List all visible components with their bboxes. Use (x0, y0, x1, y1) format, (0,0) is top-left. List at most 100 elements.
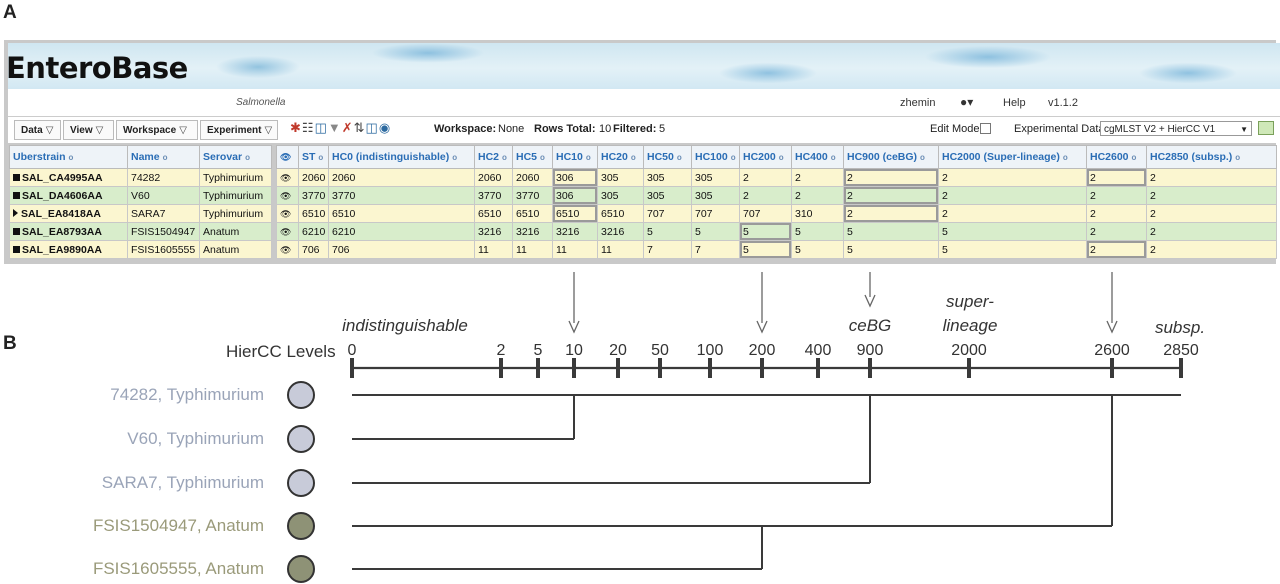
table-cell: 3770 (298, 186, 329, 205)
filtered-label: Filtered: (613, 123, 657, 135)
save-icon[interactable]: ◫ (365, 120, 379, 135)
user-menu-icon[interactable]: ●▾ (960, 95, 974, 109)
table-cell: 2 (1146, 204, 1277, 223)
tick-label: 0 (347, 342, 357, 359)
view-menu[interactable]: View▽ (63, 120, 114, 140)
tick-label: 5 (533, 342, 543, 359)
column-header-10[interactable]: HC900 (ceBG)o (843, 145, 939, 169)
strain-label: FSIS1605555, Anatum (92, 559, 264, 578)
sort-icon: o (830, 153, 836, 162)
table-cell: 2 (791, 168, 844, 187)
table-cell: 6210 (298, 222, 329, 241)
sort-icon: o (162, 153, 168, 162)
edit-mode-checkbox[interactable] (980, 123, 991, 134)
data-menu[interactable]: Data▽ (14, 120, 61, 140)
user-name[interactable]: zhemin (900, 97, 936, 109)
level-name-indistinguishable: indistinguishable (342, 316, 468, 335)
column-header-13[interactable]: HC2850 (subsp.)o (1146, 145, 1277, 169)
strain-circle-icon (287, 555, 315, 583)
table-cell: 2 (1146, 168, 1277, 187)
refresh-icon[interactable]: ◉ (378, 120, 392, 135)
table-cell: 2 (938, 204, 1087, 223)
table-cell: 2 (1146, 240, 1277, 259)
filter-icon[interactable]: ▼ (327, 120, 342, 135)
table-cell: 310 (791, 204, 844, 223)
help-link[interactable]: Help (1003, 97, 1026, 109)
table-cell: 5 (843, 222, 939, 241)
enterobase-window: EnteroBase Salmonella zhemin ●▾ Help v1.… (4, 40, 1280, 264)
sort-icon: o (676, 153, 682, 162)
table-cell: 5 (739, 222, 792, 241)
experimental-data-select[interactable]: cgMLST V2 + HierCC V1▼ (1100, 121, 1252, 136)
grid-icon[interactable] (1258, 121, 1274, 135)
table-cell: 2 (791, 186, 844, 205)
table-cell: 6510 (328, 204, 475, 223)
experiment-menu[interactable]: Experiment▽ (200, 120, 278, 140)
table-cell: 6510 (512, 204, 553, 223)
arrow-head-icon (568, 320, 580, 334)
table-row[interactable]: SAL_DA4606AA V60 Typhimurium (9, 186, 272, 205)
table-cell: 6510 (298, 204, 329, 223)
table-cell: 305 (691, 168, 740, 187)
dropdown-arrow-icon: ▼ (1240, 125, 1248, 134)
table-cell: 5 (791, 222, 844, 241)
tick-label: 2600 (1094, 342, 1130, 359)
experimental-data-label: Experimental Data (1014, 123, 1105, 135)
table-cell: 2060 (474, 168, 513, 187)
sort-icon: o (502, 153, 507, 162)
toolbar-icons: ✱☷◫▼✗⇅◫◉ (290, 120, 391, 136)
column-header-visibility[interactable]: 👁 (276, 145, 299, 169)
clear-filter-icon[interactable]: ✗ (341, 120, 354, 135)
table-cell: 2 (739, 186, 792, 205)
tick-label: 20 (609, 342, 627, 359)
column-header-11[interactable]: HC2000 (Super-lineage)o (938, 145, 1087, 169)
tick-label: 200 (748, 342, 776, 359)
arrow-head-icon (1106, 320, 1118, 334)
strain-label: 74282, Typhimurium (110, 385, 264, 404)
strain-circle-icon (287, 512, 315, 540)
hiercc-diagram: indistinguishable ceBG super- lineage su… (0, 264, 1280, 584)
column-header-1[interactable]: HC0 (indistinguishable)o (328, 145, 475, 169)
table-cell: 2 (1146, 222, 1277, 241)
table-cell: 5 (938, 222, 1087, 241)
table-cell: 3770 (328, 186, 475, 205)
rows-total-value: 10 (599, 123, 612, 135)
sort-icon: o (540, 153, 545, 162)
tree-icon[interactable]: ✱ (290, 120, 302, 135)
sort-icon[interactable]: ⇅ (353, 120, 366, 135)
strain-label: FSIS1504947, Anatum (92, 516, 264, 535)
table-row[interactable]: SAL_EA8418AA SARA7 Typhimurium (9, 204, 272, 223)
table-cell: 305 (643, 186, 692, 205)
table-row[interactable]: SAL_CA4995AA 74282 Typhimurium (9, 168, 272, 187)
enterobase-logo[interactable]: EnteroBase (8, 51, 188, 85)
workspace-menu[interactable]: Workspace▽ (116, 120, 198, 140)
database-icon[interactable]: ◫ (314, 120, 328, 135)
level-name-super: super- (946, 292, 994, 311)
eye-icon: 👁 (280, 244, 292, 255)
table-row[interactable]: SAL_EA9890AA FSIS1605555 Anatum (9, 240, 272, 259)
table-cell: 5 (691, 222, 740, 241)
info-bar: Salmonella zhemin ●▾ Help v1.1.2 (8, 89, 1280, 117)
table-cell: 3216 (474, 222, 513, 241)
table-row[interactable]: SAL_EA8793AA FSIS1504947 Anatum (9, 222, 272, 241)
hierarchy-icon[interactable]: ☷ (301, 120, 315, 135)
table-cell: 11 (597, 240, 644, 259)
